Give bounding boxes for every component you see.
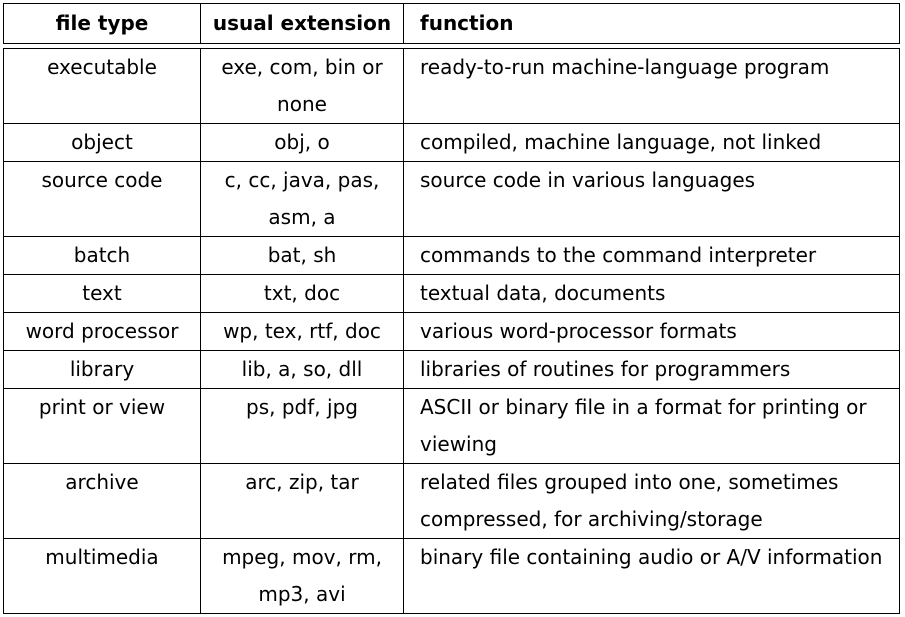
cell-file-type: word processor	[3, 312, 201, 351]
cell-file-type: object	[3, 123, 201, 162]
cell-extension: lib, a, so, dll	[200, 350, 404, 389]
table-row: batch bat, sh commands to the command in…	[3, 236, 900, 275]
cell-function: related files grouped into one, sometime…	[403, 463, 900, 539]
table-row: executable exe, com, bin or none ready-t…	[3, 48, 900, 124]
cell-file-type: multimedia	[3, 538, 201, 614]
file-types-table: file type usual extension function execu…	[3, 3, 900, 614]
table-row: word processor wp, tex, rtf, doc various…	[3, 312, 900, 351]
cell-extension: c, cc, java, pas, asm, a	[200, 161, 404, 237]
cell-function: compiled, machine language, not linked	[403, 123, 900, 162]
cell-extension: wp, tex, rtf, doc	[200, 312, 404, 351]
cell-extension: bat, sh	[200, 236, 404, 275]
cell-file-type: executable	[3, 48, 201, 124]
table-row: print or view ps, pdf, jpg ASCII or bina…	[3, 388, 900, 464]
file-types-table-wrapper: file type usual extension function execu…	[3, 3, 900, 614]
header-row: file type usual extension function	[3, 3, 900, 44]
cell-extension: mpeg, mov, rm, mp3, avi	[200, 538, 404, 614]
cell-file-type: archive	[3, 463, 201, 539]
cell-function: ASCII or binary file in a format for pri…	[403, 388, 900, 464]
table-row: text txt, doc textual data, documents	[3, 274, 900, 313]
table-row: library lib, a, so, dll libraries of rou…	[3, 350, 900, 389]
table-row: archive arc, zip, tar related files grou…	[3, 463, 900, 539]
table-body: executable exe, com, bin or none ready-t…	[3, 43, 900, 614]
table-row: multimedia mpeg, mov, rm, mp3, avi binar…	[3, 538, 900, 614]
cell-file-type: library	[3, 350, 201, 389]
cell-extension: ps, pdf, jpg	[200, 388, 404, 464]
header-file-type: file type	[3, 3, 201, 44]
cell-function: various word-processor formats	[403, 312, 900, 351]
table-row: object obj, o compiled, machine language…	[3, 123, 900, 162]
table-row: source code c, cc, java, pas, asm, a sou…	[3, 161, 900, 237]
cell-file-type: source code	[3, 161, 201, 237]
table-header: file type usual extension function	[3, 3, 900, 44]
cell-function: textual data, documents	[403, 274, 900, 313]
cell-function: commands to the command interpreter	[403, 236, 900, 275]
cell-function: source code in various languages	[403, 161, 900, 237]
cell-extension: obj, o	[200, 123, 404, 162]
cell-function: ready-to-run machine-language program	[403, 48, 900, 124]
cell-file-type: print or view	[3, 388, 201, 464]
cell-extension: exe, com, bin or none	[200, 48, 404, 124]
header-usual-extension: usual extension	[200, 3, 404, 44]
cell-extension: arc, zip, tar	[200, 463, 404, 539]
header-function: function	[403, 3, 900, 44]
cell-function: libraries of routines for programmers	[403, 350, 900, 389]
cell-function: binary file containing audio or A/V info…	[403, 538, 900, 614]
cell-file-type: text	[3, 274, 201, 313]
cell-extension: txt, doc	[200, 274, 404, 313]
cell-file-type: batch	[3, 236, 201, 275]
